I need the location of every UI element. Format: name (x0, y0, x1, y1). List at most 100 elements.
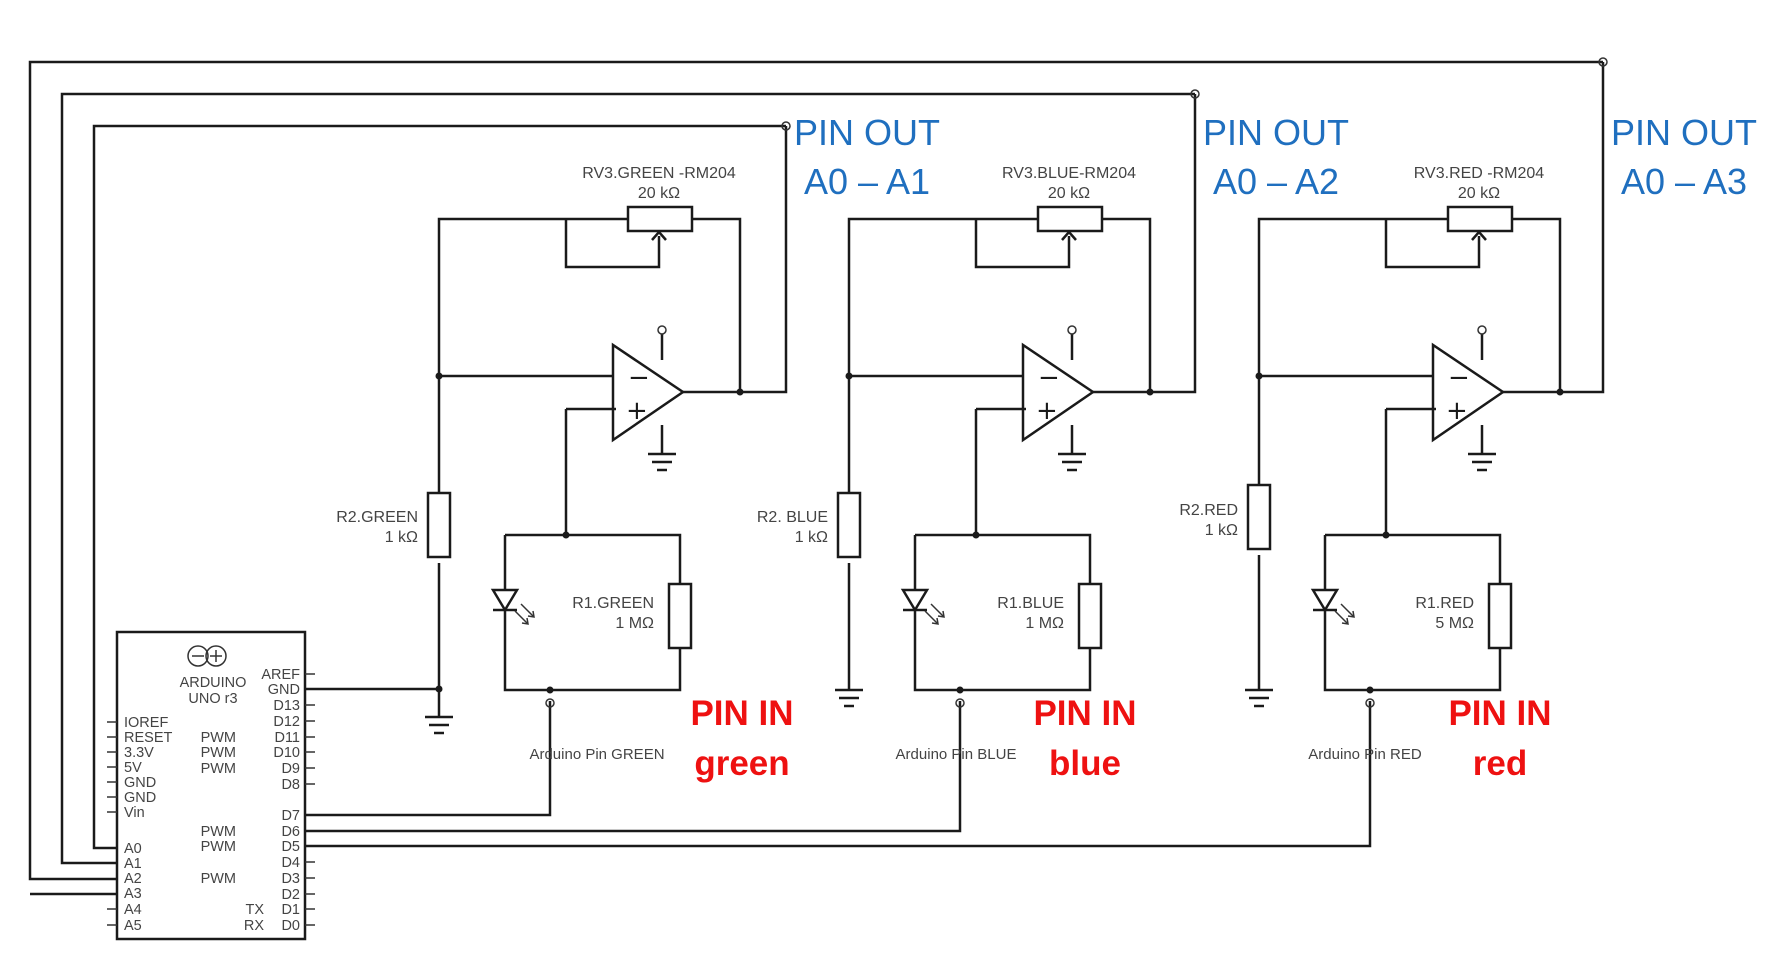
arduino-pin-terminal-icon (955, 698, 965, 708)
pin-label: D6 (281, 824, 300, 840)
junction-dot (1255, 372, 1263, 380)
wire-feedback-right (692, 217, 742, 392)
wiper-arrow-icon (1471, 230, 1487, 241)
channel-green: − + RV3.GREEN -RM204 20 kΩ R2.GREEN 1 kΩ… (336, 112, 940, 783)
pwm-label: PWM (201, 730, 236, 746)
pwm-label: PWM (201, 839, 236, 855)
junction-dot (1556, 388, 1564, 396)
pin-5v: 5V (107, 760, 142, 776)
arduino-model: UNO r3 (188, 691, 237, 707)
wire-r1-top (505, 533, 682, 584)
pin-label: D12 (273, 714, 300, 730)
vcc-terminal-icon (657, 325, 667, 335)
pin-d7: D7 (281, 808, 300, 824)
pin-label: GND (268, 682, 300, 698)
ground-icon (425, 715, 453, 735)
pin-label: A4 (124, 902, 142, 918)
analog-return-wires (28, 60, 1603, 896)
arduino-left-pins: IOREF RESET 3.3V 5V GND GND Vin A0 A1 A2… (107, 715, 172, 934)
r2-value: 1 kΩ (795, 529, 828, 546)
pot-resistor (626, 205, 694, 233)
wire-a1-to-blue-out (60, 92, 1195, 865)
pot-resistor (1446, 205, 1514, 233)
pin-label: D4 (281, 855, 300, 871)
pin-d8: D8 (281, 777, 315, 793)
pwm-label: PWM (201, 871, 236, 887)
pin-vin: Vin (107, 805, 145, 821)
junction-dot (845, 372, 853, 380)
wire-pot-wiper (1384, 219, 1481, 269)
pin-out-label-1: PIN OUT (794, 112, 940, 153)
tx-label: TX (245, 902, 264, 918)
pin-gnd-r: GND (268, 682, 300, 698)
r2-value: 1 kΩ (385, 529, 418, 546)
pin-label: A3 (124, 886, 142, 902)
ground-icon (1245, 688, 1273, 708)
wire-a0-to-green-out (92, 124, 786, 850)
pin-a3: A3 (124, 886, 142, 902)
r1-value: 5 MΩ (1435, 615, 1474, 632)
opamp (611, 342, 686, 443)
r2-resistor (426, 491, 452, 559)
pin-a5: A5 (107, 918, 142, 934)
r1-value: 1 MΩ (1025, 615, 1064, 632)
pin-label: D0 (281, 918, 300, 934)
pin-reset: RESET (107, 730, 172, 746)
opamp (1431, 342, 1506, 443)
wire-r1-bottom (503, 535, 682, 692)
channel-red: − + RV3.RED -RM204 20 kΩ R2.RED 1 kΩ R1.… (1179, 57, 1757, 783)
pin-d13: D13 (273, 698, 315, 714)
wire-feedback-left (437, 217, 566, 493)
pin-a4: A4 (107, 902, 142, 918)
plus-sign: + (1446, 396, 1468, 426)
pin-label: D13 (273, 698, 300, 714)
junction-dot (1366, 686, 1374, 694)
ground-icon (1468, 452, 1496, 472)
arduino-pin-label: Arduino Pin RED (1308, 746, 1422, 763)
pin-in-label-2: red (1473, 744, 1527, 783)
junction-dot (1146, 388, 1154, 396)
pin-d12: D12 (273, 714, 315, 730)
pin-label: A2 (124, 871, 142, 887)
pin-out-terminal-icon (1598, 57, 1608, 67)
r2-name: R2.RED (1179, 502, 1238, 519)
wire-feedback-left (847, 217, 976, 493)
plus-sign: + (1036, 396, 1058, 426)
ground-icon (835, 688, 863, 708)
pot-value: 20 kΩ (1048, 185, 1090, 202)
pot-value: 20 kΩ (638, 185, 680, 202)
pin-label: D8 (281, 777, 300, 793)
pin-label: D10 (273, 745, 300, 761)
pin-label: GND (124, 775, 156, 791)
wire-r1-top (1325, 533, 1502, 584)
wire-a2-to-red-out (28, 60, 1603, 881)
pwm-label: PWM (201, 761, 236, 777)
pin-out-label-2: A0 – A3 (1621, 161, 1747, 202)
pin-d2: D2 (281, 887, 315, 903)
arduino-pin-label: Arduino Pin GREEN (529, 746, 664, 763)
r1-name: R1.GREEN (572, 595, 654, 612)
pin-label: D1 (281, 902, 300, 918)
minus-sign: − (1448, 363, 1470, 393)
photodiode-icon (900, 588, 945, 625)
wire-output (1093, 94, 1197, 394)
pot-resistor (1036, 205, 1104, 233)
wiper-arrow-icon (651, 230, 667, 241)
pin-in-label-2: green (694, 744, 789, 783)
pin-gnd-1: GND (107, 775, 156, 791)
wire-output (1503, 62, 1605, 394)
pin-label: Vin (124, 805, 145, 821)
wire-r1-bottom (1323, 535, 1502, 692)
pwm-label: PWM (201, 745, 236, 761)
arduino-name: ARDUINO (180, 675, 247, 691)
wire-feedback-right (1102, 217, 1152, 392)
pot-name: RV3.RED -RM204 (1414, 165, 1545, 182)
pin-label: AREF (261, 667, 300, 683)
wire-pot-wiper (564, 219, 661, 269)
r1-resistor (1487, 582, 1513, 650)
wire-d6-blue (305, 701, 962, 833)
